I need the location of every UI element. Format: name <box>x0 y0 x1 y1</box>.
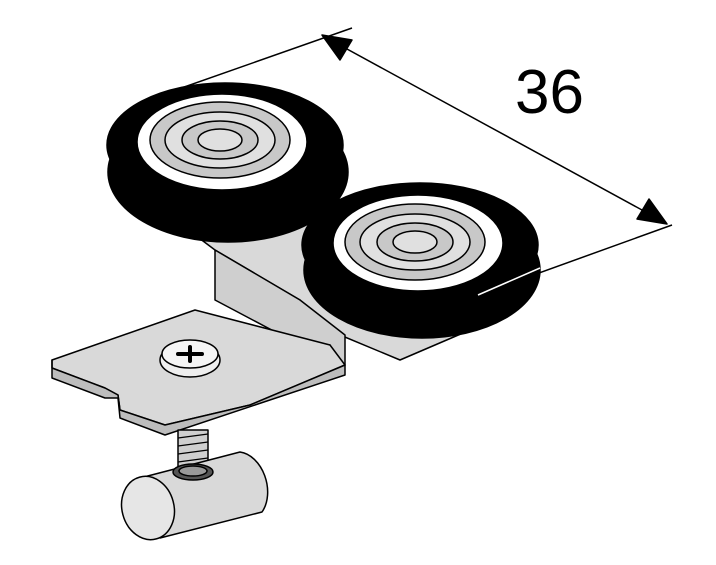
extension-line-top <box>169 27 353 93</box>
roller-wheel-back <box>106 82 349 243</box>
dimension-arrow-bottom <box>636 198 668 225</box>
dimension-label: 36 <box>515 58 584 127</box>
phillips-cross-icon <box>176 345 204 363</box>
barrel-nut-end <box>120 475 176 541</box>
dimension-line <box>324 36 665 223</box>
bracket-lower-edge <box>51 359 346 436</box>
roller-wheel-front <box>301 182 541 339</box>
dimension-arrow-top <box>321 34 353 61</box>
